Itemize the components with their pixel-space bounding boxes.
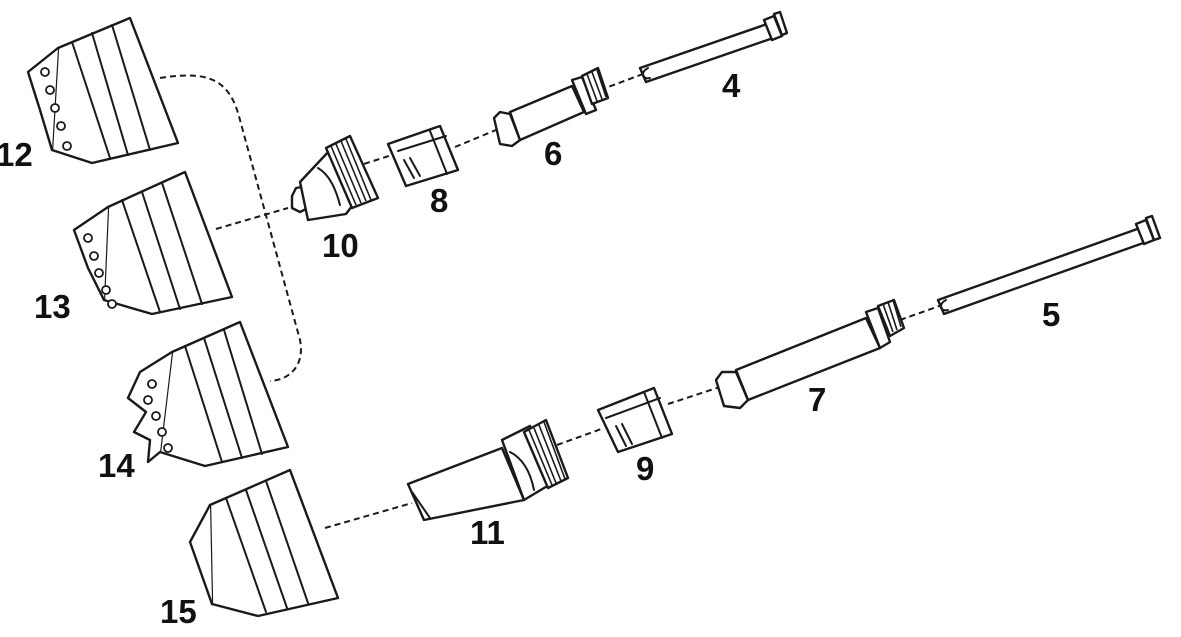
part-8-swirl-ring (386, 124, 460, 188)
line-15-11 (324, 502, 413, 529)
callout-11: 11 (470, 514, 505, 551)
callout-14: 14 (98, 447, 135, 484)
callout-5: 5 (1042, 296, 1060, 333)
callout-12: 12 (0, 136, 33, 173)
part-10-retaining-cap (290, 134, 380, 222)
part-5-rod (936, 214, 1162, 316)
part-14-nozzle (126, 320, 290, 468)
callout-13: 13 (34, 288, 71, 325)
callout-6: 6 (544, 135, 562, 172)
line-8-6 (454, 129, 497, 148)
link-12-14 (159, 74, 302, 382)
assembly-lines (159, 73, 943, 529)
line-10-8 (344, 154, 393, 171)
part-9-swirl-ring (596, 386, 674, 454)
callout-8: 8 (430, 182, 448, 219)
part-15-nozzle (188, 468, 340, 618)
callout-9: 9 (636, 450, 654, 487)
part-4-rod (638, 10, 789, 84)
line-9-7 (667, 386, 721, 405)
line-13-10 (215, 207, 289, 230)
part-7-electrode (714, 298, 906, 410)
callout-4: 4 (722, 67, 741, 104)
part-12-nozzle (26, 16, 180, 165)
part-11-retaining-cap (406, 418, 570, 522)
callout-labels: 4 5 6 7 8 9 10 11 12 13 14 15 (0, 67, 1060, 630)
part-13-nozzle (72, 170, 234, 316)
callout-15: 15 (160, 593, 197, 630)
line-6-4 (599, 73, 644, 91)
callout-7: 7 (808, 381, 826, 418)
part-6-electrode (492, 66, 610, 148)
callout-10: 10 (322, 227, 359, 264)
line-7-5 (899, 304, 943, 321)
line-11-9 (556, 427, 605, 446)
